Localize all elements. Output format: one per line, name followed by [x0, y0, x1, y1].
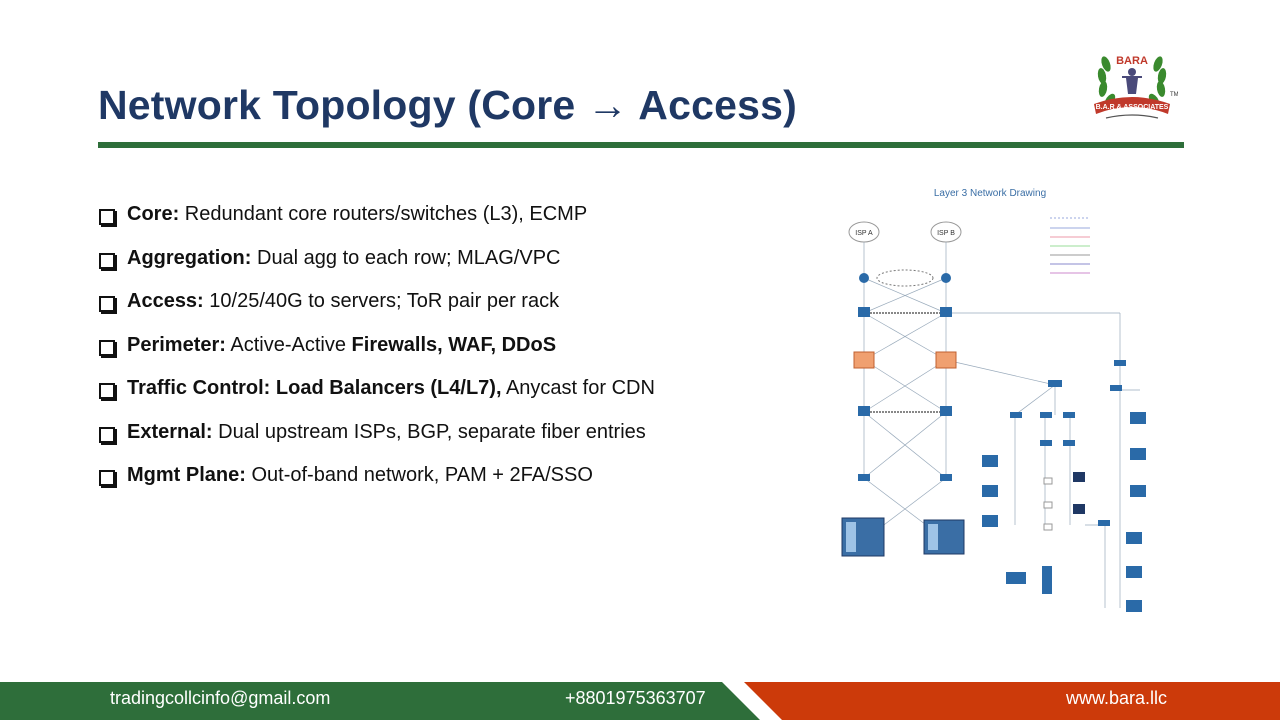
slide-title: Network Topology (Core → Access) — [98, 82, 797, 128]
logo-top-text: BARA — [1116, 55, 1148, 67]
bullet-bold-text: Aggregation: — [127, 246, 252, 269]
bullet-text: Redundant core routers/switches (L3), EC… — [179, 203, 588, 225]
logo-ribbon-text: B.A.R & ASSOCIATES — [1096, 104, 1169, 111]
checkbox-bullet-icon — [99, 252, 115, 269]
bullet-item: Aggregation: Dual agg to each row; MLAG/… — [98, 247, 748, 291]
isp-a-label: ISP A — [855, 230, 873, 237]
isp-b-label: ISP B — [937, 230, 955, 237]
bullet-item: Mgmt Plane: Out-of-band network, PAM + 2… — [98, 464, 748, 508]
bullet-text: Dual agg to each row; MLAG/VPC — [251, 246, 561, 269]
bullet-text: Dual upstream ISPs, BGP, separate fiber … — [212, 420, 646, 443]
diagram-title: Layer 3 Network Drawing — [934, 188, 1046, 199]
bullet-item: Core: Redundant core routers/switches (L… — [98, 203, 748, 247]
footer-bar: tradingcollcinfo@gmail.com +880197536370… — [0, 682, 1280, 720]
bullet-bold-text: Perimeter: — [127, 333, 226, 356]
checkbox-bullet-icon — [99, 339, 115, 356]
checkbox-bullet-icon — [99, 296, 115, 312]
layer3-network-drawing: Layer 3 Network Drawing ISP A ISP B — [841, 188, 1146, 612]
checkbox-bullet-icon — [99, 383, 115, 399]
bullet-text: 10/25/40G to servers; ToR pair per rack — [203, 290, 560, 312]
checkbox-bullet-icon — [99, 209, 115, 225]
bara-associates-logo: BARA B.A.R & ASSOCIATES TM — [1094, 55, 1178, 119]
footer-website[interactable]: www.bara.llc — [1066, 688, 1168, 708]
isp-b-cloud: ISP B — [930, 221, 962, 243]
footer-phone[interactable]: +8801975363707 — [565, 688, 706, 708]
footer-email[interactable]: tradingcollcinfo@gmail.com — [110, 688, 331, 708]
bullet-text: Anycast for CDN — [501, 377, 655, 399]
isp-a-cloud: ISP A — [848, 221, 880, 243]
checkbox-bullet-icon — [99, 426, 115, 443]
bullet-bold-text: Mgmt Plane: — [127, 464, 246, 486]
bullet-item: External: Dual upstream ISPs, BGP, separ… — [98, 421, 748, 465]
bullet-item: Perimeter: Active-Active Firewalls, WAF,… — [98, 334, 748, 378]
diagram-legend — [1050, 217, 1090, 274]
title-divider — [98, 142, 1184, 148]
bullet-bold-text: Core: — [127, 203, 180, 225]
bullet-item: Traffic Control: Load Balancers (L4/L7),… — [98, 377, 748, 421]
bullet-bold-text: External: — [127, 420, 213, 443]
bullet-bold-text: Access: — [127, 290, 204, 312]
bullet-bold-text: Firewalls, WAF, DDoS — [351, 333, 557, 356]
bullet-item: Access: 10/25/40G to servers; ToR pair p… — [98, 290, 748, 334]
bullet-bold-text: Traffic Control: Load Balancers (L4/L7), — [127, 377, 502, 399]
logo-trademark: TM — [1170, 92, 1178, 98]
bullet-text: Out-of-band network, PAM + 2FA/SSO — [245, 464, 593, 486]
footer-background — [0, 682, 1280, 720]
checkbox-bullet-icon — [99, 470, 115, 486]
bullet-list: Core: Redundant core routers/switches (L… — [98, 203, 748, 508]
bullet-text: Active-Active — [225, 333, 352, 356]
